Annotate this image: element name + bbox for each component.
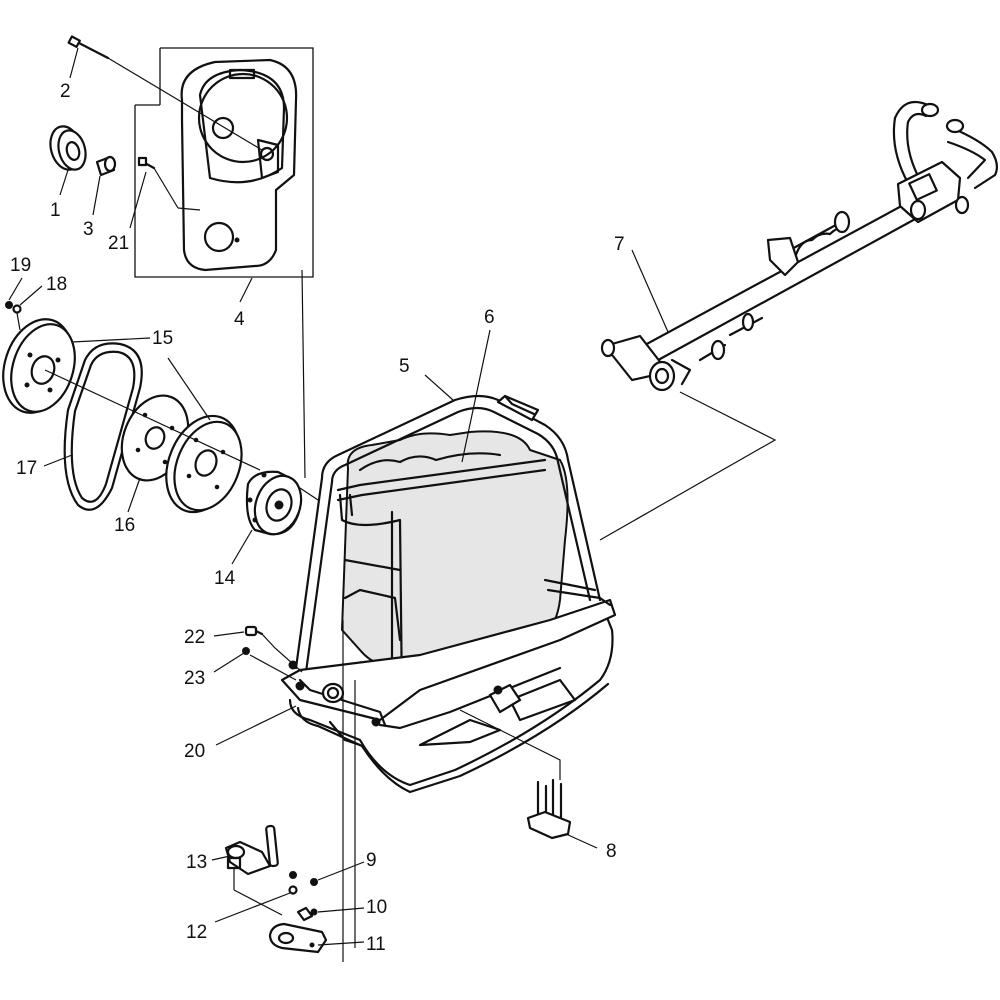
part-belt-guard-cover[interactable] (134, 47, 314, 278)
callout-11: 11 (366, 934, 386, 955)
part-frame[interactable] (294, 394, 602, 706)
callout-18: 18 (46, 274, 67, 295)
callout-6: 6 (484, 307, 495, 328)
callout-9: 9 (366, 850, 377, 871)
callout-20: 20 (184, 741, 205, 762)
callout-23: 23 (184, 668, 205, 689)
pulley-axis-line (44, 369, 261, 471)
callout-5: 5 (399, 356, 410, 377)
cover-mount-line (301, 269, 306, 479)
callout-7: 7 (614, 234, 625, 255)
callout-14: 14 (214, 568, 236, 589)
part-base-plate[interactable] (280, 578, 617, 794)
callout-21: 21 (108, 233, 129, 254)
callout-leaders (8, 47, 669, 946)
part-u-bolt-bracket[interactable] (526, 778, 572, 840)
part-bushing[interactable] (95, 155, 117, 177)
part-long-bolt[interactable] (67, 35, 263, 151)
callout-1: 1 (50, 200, 61, 221)
part-small-bolt[interactable] (137, 156, 201, 211)
part-bolt-and-washer[interactable] (242, 625, 303, 681)
part-large-pulley[interactable] (0, 310, 85, 422)
callout-22: 22 (184, 627, 205, 648)
callout-13: 13 (186, 852, 207, 873)
callout-labels: 2 1 3 21 4 19 18 15 17 16 14 5 6 7 22 23… (10, 81, 625, 955)
handle-mount-line (599, 391, 777, 541)
part-nut-and-washer[interactable] (5, 301, 22, 331)
part-v-belt[interactable] (63, 342, 143, 511)
callout-12: 12 (186, 922, 207, 943)
callout-4: 4 (234, 309, 245, 330)
callout-17: 17 (16, 458, 37, 479)
callout-8: 8 (606, 841, 617, 862)
callout-3: 3 (83, 219, 94, 240)
part-small-hardware[interactable] (268, 871, 328, 954)
callout-19: 19 (10, 255, 31, 276)
bracket-mount-line (459, 709, 561, 780)
part-handle[interactable] (600, 100, 999, 392)
part-lever[interactable] (224, 824, 283, 916)
part-clutch[interactable] (245, 469, 309, 540)
part-pulley-hub[interactable] (46, 123, 90, 173)
clutch-axis-line (299, 487, 319, 501)
callout-15: 15 (152, 328, 173, 349)
callout-10: 10 (366, 897, 387, 918)
part-disc-pulley[interactable] (153, 405, 254, 523)
callout-2: 2 (60, 81, 71, 102)
callout-16: 16 (114, 515, 135, 536)
